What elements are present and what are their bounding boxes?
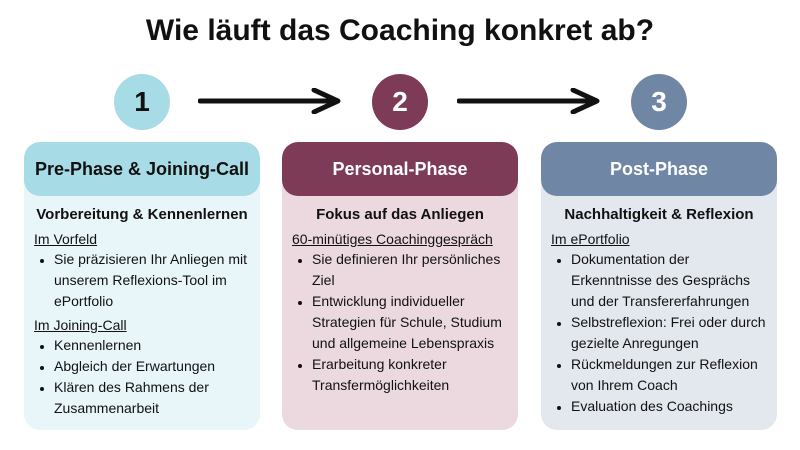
card-header: Personal-Phase — [282, 142, 518, 196]
list-item: Selbstreflexion: Frei oder durch gezielt… — [571, 312, 771, 354]
list-item: Sie definieren Ihr persönliches Ziel — [312, 249, 512, 291]
card-subtitle: Nachhaltigkeit & Reflexion — [564, 206, 754, 223]
list-item: Kennenlernen — [54, 335, 254, 356]
list-item: Erarbeitung konkreter Transfermöglichkei… — [312, 354, 512, 396]
step-3-circle: 3 — [631, 74, 687, 130]
list-item: Evaluation des Coachings — [571, 396, 771, 417]
bullet-list: Kennenlernen Abgleich der Erwartungen Kl… — [24, 335, 260, 419]
section-heading: 60-minütiges Coachinggespräch — [292, 231, 493, 247]
phase-card-personal: Personal-Phase Fokus auf das Anliegen 60… — [282, 142, 518, 430]
section-heading: Im Joining-Call — [34, 317, 127, 333]
section-heading: Im ePortfolio — [551, 231, 630, 247]
section-heading: Im Vorfeld — [34, 231, 98, 247]
card-header: Pre-Phase & Joining-Call — [24, 142, 260, 196]
bullet-list: Sie definieren Ihr persönliches Ziel Ent… — [282, 249, 518, 396]
list-item: Klären des Rahmens der Zusammenarbeit — [54, 377, 254, 419]
bullet-list: Dokumentation der Erkenntnisse des Gespr… — [541, 249, 777, 417]
card-header: Post-Phase — [541, 142, 777, 196]
bullet-list: Sie präzisieren Ihr Anliegen mit unserem… — [24, 249, 260, 312]
arrow-right-icon — [198, 88, 341, 114]
list-item: Abgleich der Erwartungen — [54, 356, 254, 377]
list-item: Entwicklung individueller Strategien für… — [312, 291, 512, 354]
arrow-right-icon — [457, 88, 600, 114]
step-1-circle: 1 — [114, 74, 170, 130]
step-2-circle: 2 — [372, 74, 428, 130]
list-item: Dokumentation der Erkenntnisse des Gespr… — [571, 249, 771, 312]
list-item: Rückmeldungen zur Reflexion von Ihrem Co… — [571, 354, 771, 396]
phase-card-pre: Pre-Phase & Joining-Call Vorbereitung & … — [24, 142, 260, 430]
card-subtitle: Vorbereitung & Kennenlernen — [36, 206, 248, 223]
list-item: Sie präzisieren Ihr Anliegen mit unserem… — [54, 249, 254, 312]
card-subtitle: Fokus auf das Anliegen — [316, 206, 484, 223]
phase-card-post: Post-Phase Nachhaltigkeit & Reflexion Im… — [541, 142, 777, 430]
page-title: Wie läuft das Coaching konkret ab? — [145, 14, 655, 47]
